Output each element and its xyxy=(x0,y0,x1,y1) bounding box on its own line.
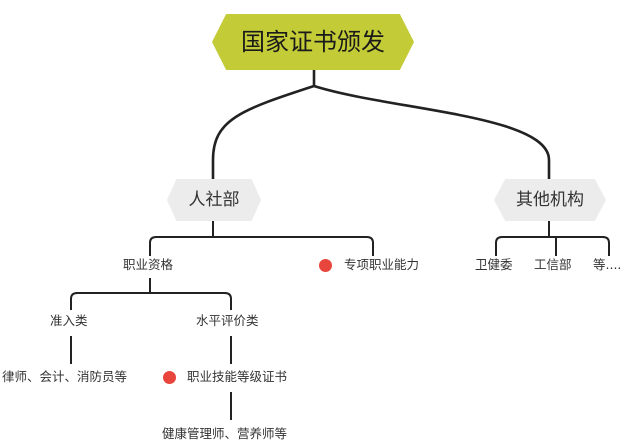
node-dengji: 职业技能等级证书 xyxy=(186,369,289,384)
root-label: 国家证书颁发 xyxy=(241,28,385,56)
root-node: 国家证书颁发 xyxy=(212,14,414,70)
node-weijianwei: 卫健委 xyxy=(474,257,514,272)
edge-root-other xyxy=(313,84,551,180)
red-marker-icon xyxy=(163,371,176,384)
edge-other-bracket xyxy=(495,221,610,256)
edge-root-renshe xyxy=(211,84,315,180)
node-shuiping-examples: 健康管理师、营养师等 xyxy=(161,426,289,441)
node-renshe-label: 人社部 xyxy=(188,189,240,210)
node-other-label: 其他机构 xyxy=(516,189,584,210)
edge-zige-bracket xyxy=(70,278,232,310)
node-zhunru: 准入类 xyxy=(49,313,89,328)
node-zhunru-examples: 律师、会计、消防员等 xyxy=(1,369,129,384)
node-etc: 等..... xyxy=(592,258,622,272)
node-shuiping: 水平评价类 xyxy=(195,313,260,328)
node-other-institutions: 其他机构 xyxy=(494,179,606,221)
node-zhuanxiang: 专项职业能力 xyxy=(343,257,421,272)
red-marker-icon xyxy=(319,259,332,272)
edge-renshe-bracket xyxy=(149,221,374,256)
node-zhiye-zige: 职业资格 xyxy=(122,257,175,272)
node-gongxinbu: 工信部 xyxy=(533,257,573,272)
node-renshe: 人社部 xyxy=(167,179,261,221)
